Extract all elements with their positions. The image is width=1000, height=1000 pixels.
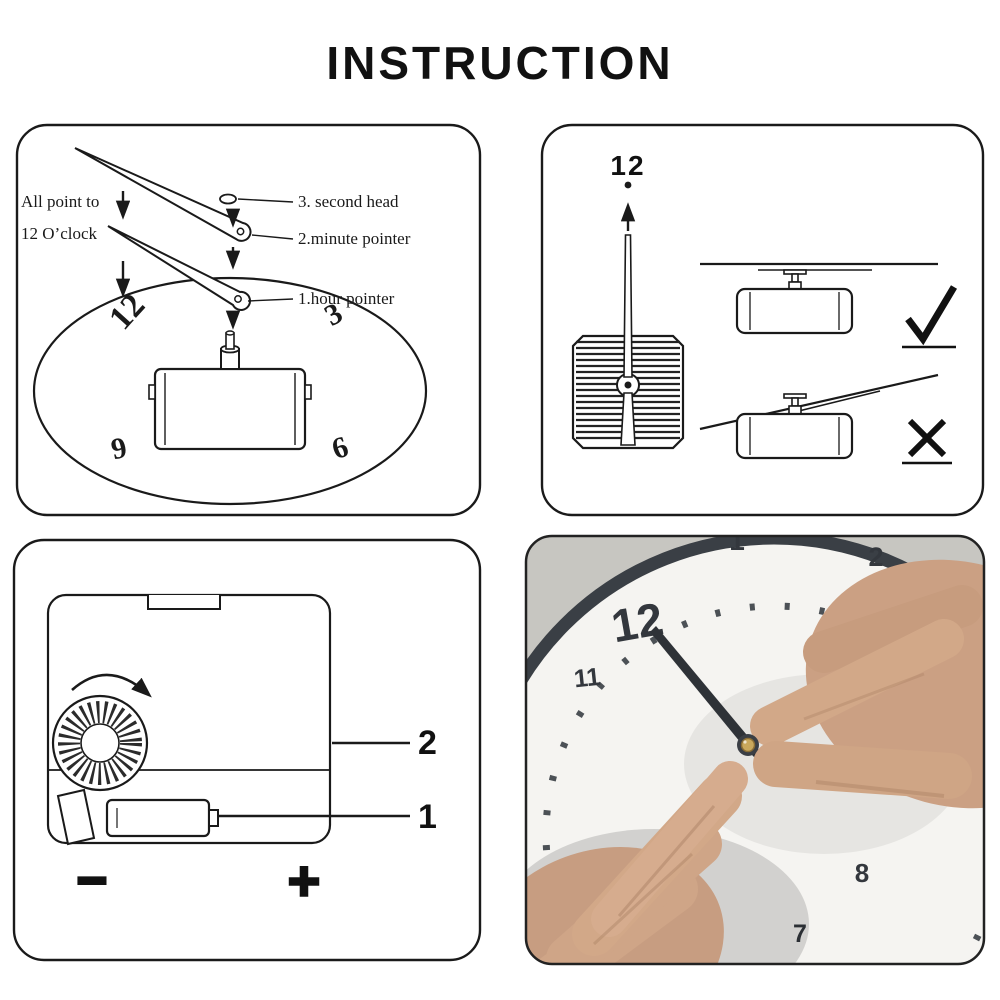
callout-label-2: 2 <box>418 724 437 762</box>
correct-check-icon <box>902 285 958 349</box>
photo-numeral-2: 2 <box>868 542 883 572</box>
panel-alignment-check: 12 <box>540 123 985 517</box>
alignment-diagram: 12 <box>540 123 985 517</box>
movement-front-view <box>571 234 685 450</box>
panel-hands-assembly: 12 3 9 6 <box>15 123 482 517</box>
minus-symbol: − <box>77 852 107 910</box>
assembly-arrows <box>115 191 241 330</box>
callout-label-1: 1 <box>418 798 437 836</box>
second-head-part <box>219 193 237 205</box>
label-hour-pointer: 1.hour pointer <box>298 289 395 308</box>
incorrect-cross-icon <box>902 418 952 465</box>
battery-door-tab <box>56 788 96 846</box>
clock-movement-box <box>148 330 312 451</box>
face-numeral-9: 9 <box>108 431 130 466</box>
hanger-notch <box>147 595 221 610</box>
second-hand-tail <box>620 392 636 446</box>
photo-border <box>524 534 986 966</box>
leader-lines <box>237 198 294 302</box>
label-all-point-line1: All point to <box>21 192 99 211</box>
battery-compartment <box>105 798 219 838</box>
plus-symbol: + <box>288 849 321 912</box>
label-all-point-line2: 12 O’clock <box>21 224 98 243</box>
rotate-direction-arrow <box>71 673 152 698</box>
hand-hub-nut <box>737 734 759 756</box>
hands-assembly-diagram: 12 3 9 6 <box>15 123 482 517</box>
left-hand <box>527 761 748 963</box>
photo-numeral-7: 7 <box>793 920 807 948</box>
movement-back-diagram: 2 1 − + <box>12 538 482 962</box>
photo-numeral-12: 12 <box>608 592 667 652</box>
panel-installation-photo: 12 11 1 2 8 7 <box>524 534 986 966</box>
label-minute-pointer: 2.minute pointer <box>298 229 411 248</box>
right-hand <box>750 559 983 809</box>
correct-installation <box>700 262 938 335</box>
photo-numeral-1: 1 <box>729 534 745 556</box>
dot-marker <box>624 181 632 189</box>
time-set-gear-wheel <box>51 694 149 792</box>
hour-pointer-part <box>107 225 252 311</box>
installation-photo: 12 11 1 2 8 7 <box>524 534 986 966</box>
photo-numeral-8: 8 <box>855 858 869 888</box>
second-hand-blade <box>623 234 633 378</box>
minute-pointer-part <box>74 147 252 242</box>
photo-numeral-11: 11 <box>573 663 602 694</box>
target-numeral-12: 12 <box>610 150 645 181</box>
panel-movement-back: 2 1 − + <box>12 538 482 962</box>
wrong-installation <box>699 373 939 460</box>
label-second-head: 3. second head <box>298 192 399 211</box>
page-title: INSTRUCTION <box>326 37 674 89</box>
